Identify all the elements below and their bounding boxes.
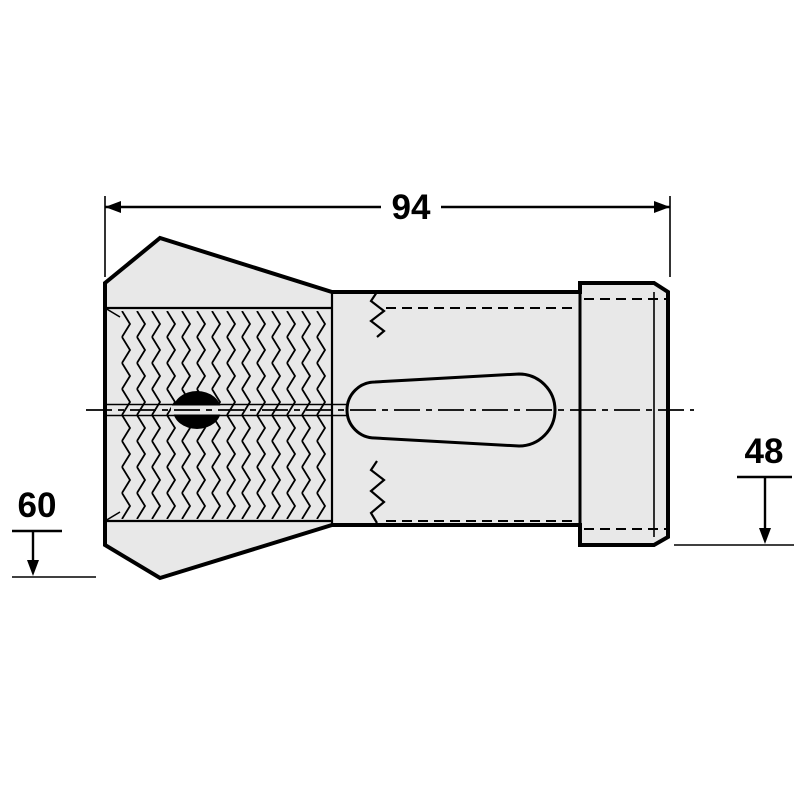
dimension-length-94: 94 xyxy=(104,188,671,277)
arrowhead-down xyxy=(27,560,39,576)
bore-chamfer-top xyxy=(104,307,121,318)
dimension-head-diameter-60: 60 xyxy=(12,486,96,578)
arrowhead-left xyxy=(105,201,121,213)
dimension-shank-diameter-48: 48 xyxy=(674,432,794,546)
dimension-head-label: 60 xyxy=(18,486,57,525)
dimension-length-label: 94 xyxy=(392,188,431,227)
arrowhead-down xyxy=(759,528,771,544)
bore-chamfer-bottom xyxy=(104,511,121,522)
break-line-lower xyxy=(369,460,386,524)
dimension-shank-label: 48 xyxy=(745,432,784,471)
collet-body xyxy=(86,235,694,581)
pin-slot xyxy=(345,372,557,448)
break-line-upper xyxy=(369,291,386,338)
arrowhead-right xyxy=(654,201,670,213)
